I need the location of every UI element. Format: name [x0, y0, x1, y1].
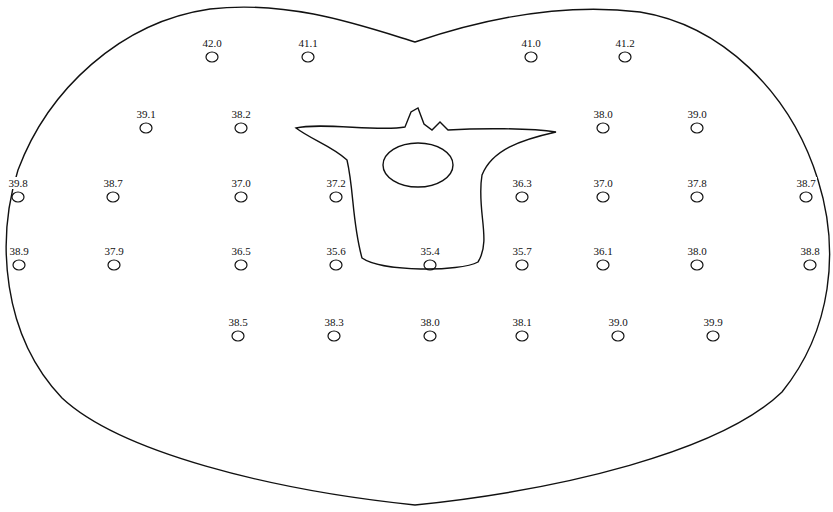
temperature-value: 38.2 — [230, 108, 251, 120]
temperature-value: 37.0 — [230, 177, 251, 189]
measurement-point — [235, 260, 247, 270]
temperature-value: 35.7 — [511, 245, 532, 257]
measurement-point — [516, 331, 528, 341]
temperature-value: 38.8 — [799, 245, 820, 257]
measurement-point — [597, 123, 609, 133]
temperature-value: 38.3 — [323, 316, 344, 328]
temperature-value: 35.6 — [325, 245, 346, 257]
temperature-value: 38.9 — [8, 245, 29, 257]
measurement-point — [330, 192, 342, 202]
temperature-value: 41.0 — [520, 37, 541, 49]
temperature-value: 36.5 — [230, 245, 251, 257]
temperature-value: 41.1 — [297, 37, 318, 49]
measurement-point — [232, 331, 244, 341]
temperature-value: 37.2 — [325, 177, 346, 189]
measurement-point — [691, 123, 703, 133]
vertebra — [296, 108, 556, 269]
measurement-point — [612, 331, 624, 341]
measurement-point — [424, 260, 436, 270]
measurement-point — [804, 260, 816, 270]
measurement-point — [424, 331, 436, 341]
temperature-value: 37.9 — [103, 245, 124, 257]
temperature-value: 38.0 — [686, 245, 707, 257]
measurement-point — [691, 192, 703, 202]
temperature-value: 39.0 — [607, 316, 628, 328]
measurement-point — [12, 192, 24, 202]
measurement-point — [235, 192, 247, 202]
measurement-point — [330, 260, 342, 270]
measurement-point — [800, 192, 812, 202]
temperature-value: 39.8 — [7, 177, 28, 189]
temperature-value: 37.8 — [686, 177, 707, 189]
measurement-point — [108, 260, 120, 270]
measurement-point — [597, 260, 609, 270]
temperature-value: 38.7 — [795, 177, 816, 189]
temperature-value: 35.4 — [419, 245, 440, 257]
temperature-value: 38.7 — [102, 177, 123, 189]
measurement-point — [691, 260, 703, 270]
measurement-point — [516, 192, 528, 202]
measurement-point — [13, 260, 25, 270]
spinal-canal — [383, 143, 453, 187]
measurement-point — [516, 260, 528, 270]
measurement-point — [707, 331, 719, 341]
temperature-value: 38.5 — [227, 316, 248, 328]
measurement-point — [206, 52, 218, 62]
temperature-value: 38.0 — [419, 316, 440, 328]
measurement-point — [525, 52, 537, 62]
temperature-value: 39.9 — [702, 316, 723, 328]
temperature-value: 36.1 — [592, 245, 613, 257]
temperature-value: 39.1 — [135, 108, 156, 120]
temperature-value: 41.2 — [614, 37, 635, 49]
body-outline — [6, 7, 829, 505]
measurement-point — [328, 331, 340, 341]
temperature-value: 36.3 — [511, 177, 532, 189]
measurement-point — [302, 52, 314, 62]
measurement-point — [597, 192, 609, 202]
measurement-point — [107, 192, 119, 202]
measurement-point — [619, 52, 631, 62]
temperature-value: 37.0 — [592, 177, 613, 189]
temperature-value: 38.0 — [592, 108, 613, 120]
measurement-point — [235, 123, 247, 133]
measurement-point — [140, 123, 152, 133]
temperature-value: 38.1 — [511, 316, 532, 328]
temperature-value: 39.0 — [686, 108, 707, 120]
temperature-value: 42.0 — [201, 37, 222, 49]
